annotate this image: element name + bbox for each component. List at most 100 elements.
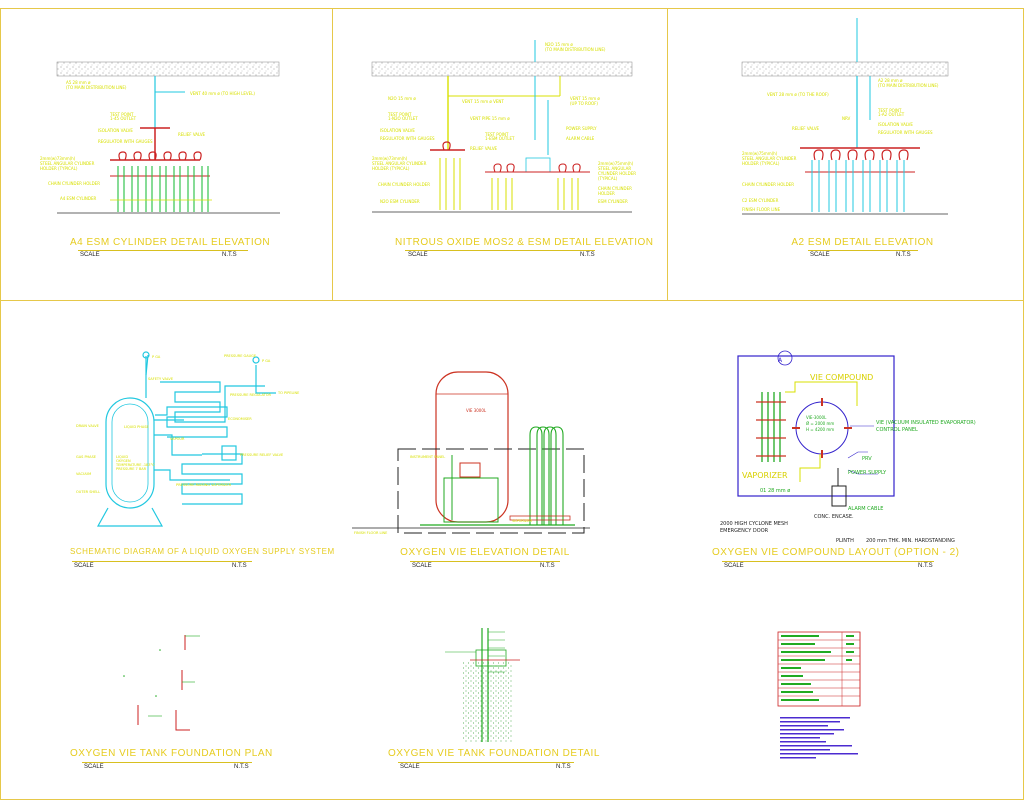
scale-p2: SCALE — [408, 252, 428, 258]
scale-p1: SCALE — [80, 252, 100, 258]
marker-a — [777, 350, 793, 366]
scale-p6: SCALE — [724, 563, 744, 569]
svg-text:REGULATOR WITH GAUGES: REGULATOR WITH GAUGES — [380, 136, 435, 141]
svg-text:POWER SUPPLY: POWER SUPPLY — [566, 126, 597, 131]
lox-tank — [105, 397, 155, 509]
title-schematic: SCHEMATIC DIAGRAM OF A LIQUID OXYGEN SUP… — [70, 547, 335, 556]
schematic-labels: P GA PRESSURE GAUGE P GA TO PIPELINE SAF… — [76, 354, 299, 494]
svg-text:2mm(w)73mm(h): 2mm(w)73mm(h) — [40, 156, 76, 161]
title-vie-elevation: OXYGEN VIE ELEVATION DETAIL — [400, 547, 570, 558]
hardstanding-label: 200 mm THK. MIN. HARDSTANDING — [866, 538, 955, 544]
svg-text:HOLDER: HOLDER — [598, 191, 615, 196]
svg-text:HOLDER (TYPICAL): HOLDER (TYPICAL) — [40, 166, 78, 171]
svg-text:CHAIN CYLINDER HOLDER: CHAIN CYLINDER HOLDER — [48, 181, 100, 186]
title-nitrous-oxide: NITROUS OXIDE MOS2 & ESM DETAIL ELEVATIO… — [395, 237, 654, 248]
svg-text:P GA: P GA — [262, 359, 271, 363]
alarm-cable-label: ALARM CABLE — [848, 506, 883, 512]
nts-p1: N.T.S — [222, 252, 237, 258]
compound-boundary — [737, 355, 895, 497]
scale-p5: SCALE — [412, 563, 432, 569]
scale-p7: SCALE — [84, 764, 104, 770]
svg-text:P GA: P GA — [152, 355, 161, 359]
svg-text:VAPORIZER: VAPORIZER — [512, 519, 533, 523]
svg-text:STEEL ANGULAR CYLINDER: STEEL ANGULAR CYLINDER — [372, 161, 427, 166]
svg-text:FINISH FLOOR LINE: FINISH FLOOR LINE — [354, 531, 387, 535]
title-rule-p7 — [82, 762, 252, 763]
svg-text:PRESSURE REGULATOR: PRESSURE REGULATOR — [230, 393, 271, 397]
alarm-panel — [525, 157, 551, 173]
svg-text:OXYGEN: OXYGEN — [116, 459, 131, 463]
vie-dims-3: H = 4200 mm — [806, 427, 834, 432]
svg-text:PRESSURE 7 BAR: PRESSURE 7 BAR — [116, 467, 147, 471]
cylinder-row-a4 — [110, 151, 212, 212]
door-label: EMERGENCY DOOR — [720, 528, 769, 534]
svg-text:(TO MAIN DISTRIBUTION LINE): (TO MAIN DISTRIBUTION LINE) — [878, 83, 939, 88]
title-rule-p5 — [410, 561, 560, 562]
svg-text:VENT PIPE 15 mm ø: VENT PIPE 15 mm ø — [470, 116, 510, 121]
data-sheet-table — [777, 631, 861, 759]
control-panel-label: CONTROL PANEL — [876, 427, 918, 433]
ceiling-slab — [56, 61, 280, 77]
nts-p2: N.T.S — [580, 252, 595, 258]
mesh-label: 2000 HIGH CYCLONE MESH — [720, 521, 788, 527]
nts-p5: N.T.S — [540, 563, 555, 569]
svg-text:REGULATOR WITH GAUGES: REGULATOR WITH GAUGES — [98, 139, 153, 144]
scale-p8: SCALE — [400, 764, 420, 770]
conc-encase-label: CONC. ENCASE. — [814, 514, 854, 520]
svg-text:2mm(w)75mm(h): 2mm(w)75mm(h) — [742, 151, 778, 156]
svg-text:TEMPERATURE -183°C: TEMPERATURE -183°C — [115, 463, 155, 467]
svg-text:CHAIN CYLINDER: CHAIN CYLINDER — [598, 186, 632, 191]
svg-text:(TYPICAL): (TYPICAL) — [598, 176, 618, 181]
svg-text:HOLDER (TYPICAL): HOLDER (TYPICAL) — [372, 166, 410, 171]
svg-text:TEST POINT: TEST POINT — [877, 108, 902, 113]
svg-text:ESM CYLINDER: ESM CYLINDER — [598, 199, 628, 204]
pipe-label: 01 28 mm ø — [760, 488, 790, 494]
svg-text:STEEL ANGULAR CYLINDER: STEEL ANGULAR CYLINDER — [40, 161, 95, 166]
vie-compound-label: VIE COMPOUND — [810, 373, 873, 382]
svg-text:PRESSURE GAUGE: PRESSURE GAUGE — [224, 354, 256, 358]
drawing-lox-schematic — [96, 351, 276, 527]
compound-marker-label: A — [778, 357, 783, 364]
svg-text:LIQUID PHASE: LIQUID PHASE — [124, 425, 149, 429]
svg-text:VENT 15 mm ø: VENT 15 mm ø — [570, 96, 600, 101]
svg-text:TEST POINT: TEST POINT — [109, 112, 134, 117]
svg-text:FINISH FLOOR LINE: FINISH FLOOR LINE — [742, 207, 781, 212]
prv-label: PRV — [862, 456, 872, 462]
ceiling-slab — [741, 61, 949, 77]
svg-text:A2 28 mm ø: A2 28 mm ø — [878, 78, 903, 83]
title-rule-p3 — [808, 250, 918, 251]
svg-text:HOLDER (TYPICAL): HOLDER (TYPICAL) — [742, 161, 780, 166]
soil-hatch — [462, 662, 512, 742]
svg-text:(UP TO ROOF): (UP TO ROOF) — [570, 101, 598, 106]
svg-text:A5 28 mm ø: A5 28 mm ø — [66, 80, 91, 85]
svg-text:PRESSURE-RAISING VAPORIZER: PRESSURE-RAISING VAPORIZER — [176, 483, 232, 487]
svg-text:2mm(w)75mm(h): 2mm(w)75mm(h) — [598, 161, 634, 166]
svg-text:ISOLATION VALVE: ISOLATION VALVE — [878, 122, 913, 127]
vaporizer-label: VAPORIZER — [742, 471, 788, 480]
svg-text:DRAIN VALVE: DRAIN VALVE — [76, 424, 99, 428]
svg-text:ECONOMISER: ECONOMISER — [228, 417, 252, 421]
svg-text:(TO MAIN DISTRIBUTION LINE): (TO MAIN DISTRIBUTION LINE) — [66, 85, 127, 90]
svg-text:A4 ESM CYLINDER: A4 ESM CYLINDER — [60, 196, 97, 201]
svg-text:TEST POINT: TEST POINT — [387, 112, 412, 117]
svg-text:CYLINDER HOLDER: CYLINDER HOLDER — [598, 171, 636, 176]
svg-text:INSTRUMENT PANEL: INSTRUMENT PANEL — [410, 455, 445, 459]
drawing-foundation-detail — [445, 628, 520, 742]
svg-text:N2O 15 mm ø: N2O 15 mm ø — [545, 42, 573, 47]
title-a2-esm: A2 ESM DETAIL ELEVATION — [791, 237, 934, 248]
title-rule-p1 — [78, 250, 248, 251]
title-foundation-detail: OXYGEN VIE TANK FOUNDATION DETAIL — [388, 748, 600, 759]
drawing-vie-elevation: VIE 3000L INSTRUMENT PANEL VAPORIZER FIN… — [352, 371, 590, 535]
power-supply-label: POWER SUPPLY — [848, 470, 887, 476]
svg-text:ISOLATION VALVE: ISOLATION VALVE — [98, 128, 133, 133]
nts-p8: N.T.S — [556, 764, 571, 770]
vie-description: VIE (VACUUM INSULATED EVAPORATOR) — [876, 420, 976, 426]
svg-text:N2O ESM CYLINDER: N2O ESM CYLINDER — [380, 199, 420, 204]
svg-text:VAPOUR: VAPOUR — [170, 437, 185, 441]
svg-text:VENT 15 mm ø VENT: VENT 15 mm ø VENT — [462, 99, 504, 104]
svg-text:CHAIN CYLINDER HOLDER: CHAIN CYLINDER HOLDER — [742, 182, 794, 187]
scale-p4: SCALE — [74, 563, 94, 569]
drawing-a2-esm: A2 28 mm ø(TO MAIN DISTRIBUTION LINE) VE… — [741, 18, 949, 215]
svg-text:1-45 OUTLET: 1-45 OUTLET — [110, 116, 137, 121]
